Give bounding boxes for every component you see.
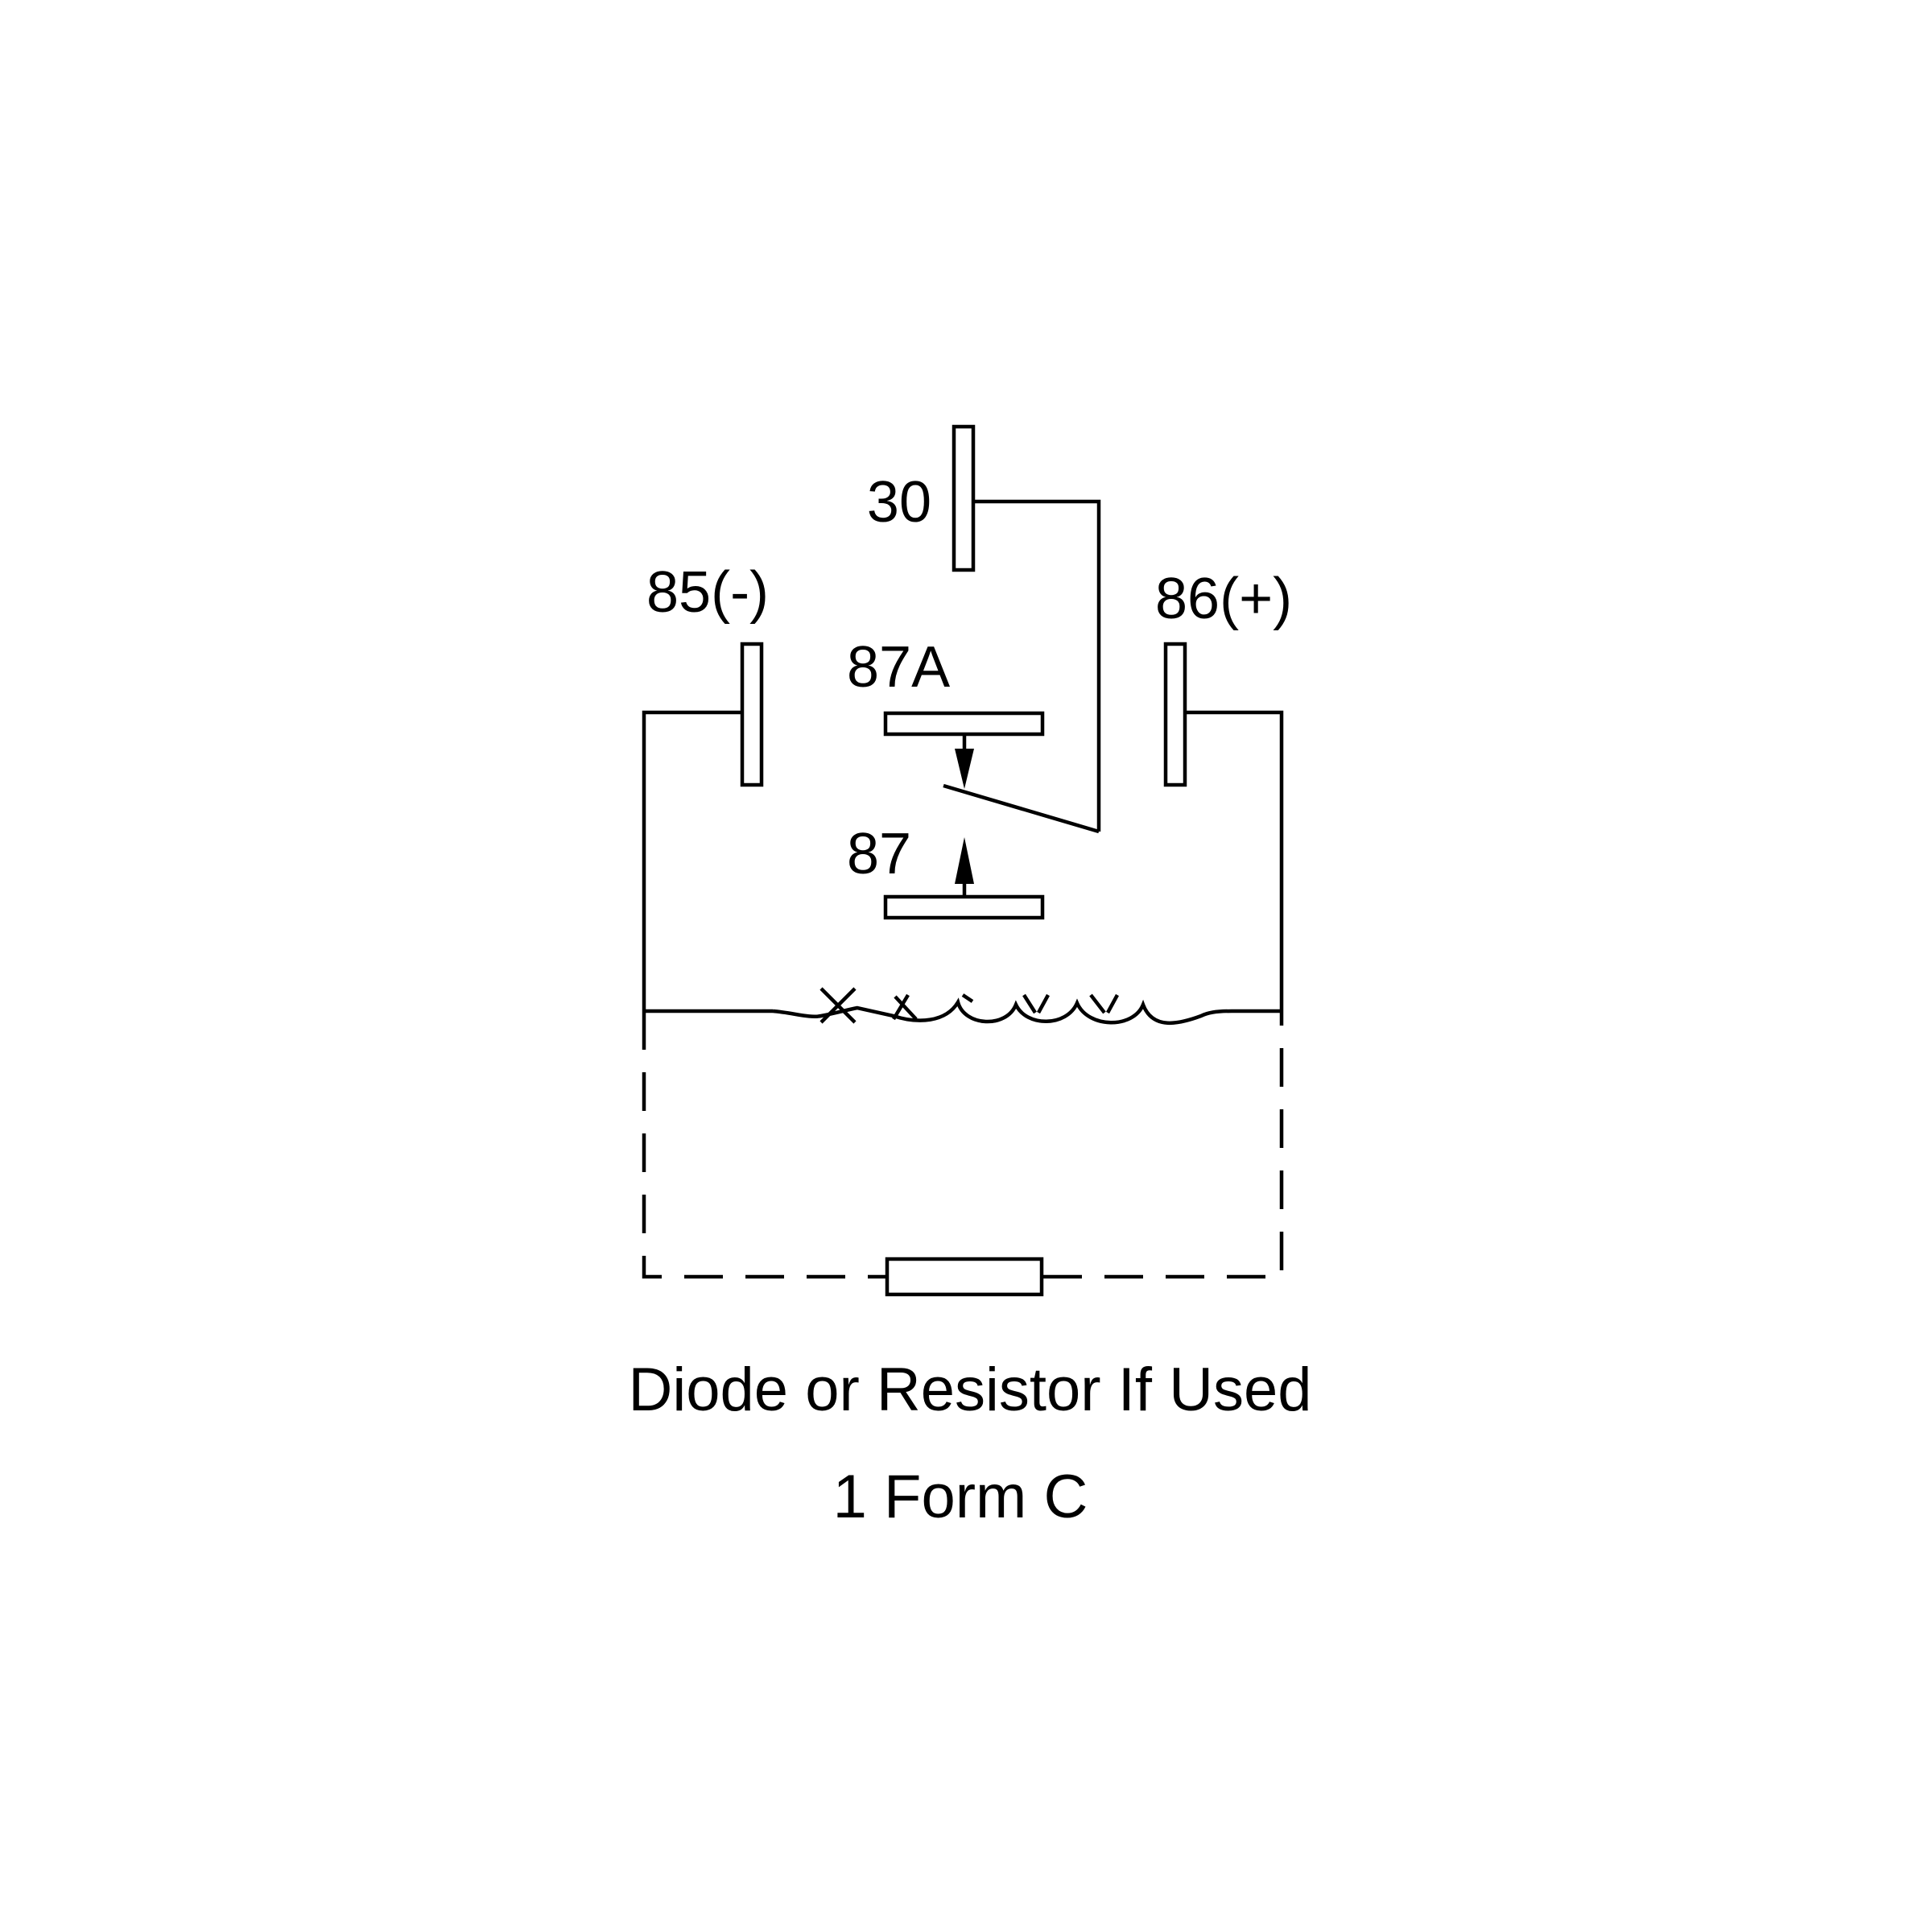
terminal-87a: 87A	[847, 635, 1045, 789]
terminal-86: 86(+)	[1155, 567, 1292, 1011]
pin-86-wire	[1185, 710, 1284, 1011]
terminal-87: 87	[847, 822, 1045, 920]
coil-loop-marks	[819, 987, 1119, 1024]
pin-87a-label: 87A	[847, 635, 950, 700]
resistor-symbol	[885, 1257, 1044, 1297]
form-caption: 1 Form C	[833, 1463, 1088, 1531]
suppression-wire-left	[642, 1011, 887, 1279]
pin-87-contact	[883, 894, 1045, 920]
pin-86-label: 86(+)	[1155, 567, 1292, 631]
pin-30-label: 30	[867, 470, 931, 535]
suppression-wire-right	[1043, 1011, 1284, 1279]
pin-30-blade	[952, 424, 976, 572]
terminal-85: 85(-)	[642, 560, 769, 1011]
common-wire	[973, 499, 1101, 832]
terminal-30: 30	[867, 424, 1101, 832]
suppression-caption: Diode or Resistor If Used	[629, 1356, 1312, 1424]
pin-87-label: 87	[847, 822, 911, 886]
pin-86-blade	[1163, 642, 1187, 787]
coil-winding	[772, 997, 1232, 1025]
no-arrow-up	[955, 837, 974, 884]
pin-85-blade	[740, 642, 764, 787]
armature-blade	[943, 783, 1100, 834]
pin-87a-contact	[883, 711, 1045, 737]
nc-arrow-down	[955, 749, 974, 789]
pin-85-label: 85(-)	[646, 560, 769, 625]
relay-coil	[644, 987, 1282, 1025]
pin-85-wire	[642, 710, 742, 1011]
suppression-branch	[642, 1011, 1284, 1297]
